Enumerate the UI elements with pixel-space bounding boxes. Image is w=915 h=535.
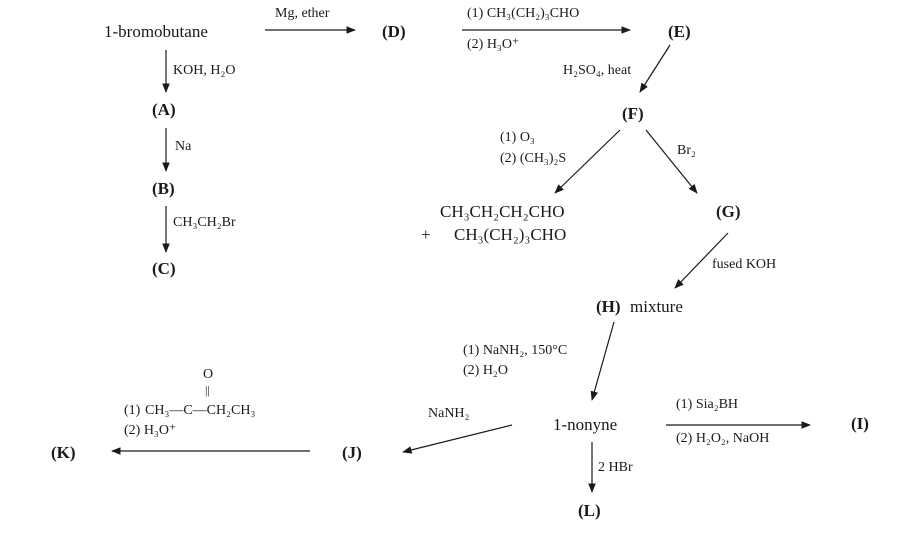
reagent-ketone-step-number: (1)	[124, 403, 141, 418]
compound-f-label: (F)	[622, 104, 644, 123]
compound-l-label: (L)	[578, 501, 601, 520]
reagent-bromine: Br₂	[677, 143, 696, 158]
arrow-e-to-f	[639, 44, 671, 93]
reagent-ethyl-bromide: CH₃CH₂Br	[173, 215, 236, 230]
ozonolysis-product-pentanal: CH₃(CH₂)₃CHO	[454, 225, 567, 244]
reagent-peroxide-naoh: (2) H₂O₂, NaOH	[676, 431, 770, 446]
ketone-formula: CH₃—C—CH₂CH₃	[145, 403, 256, 418]
reagent-pentanal-step: (1) CH₃(CH₂)₃CHO	[467, 6, 580, 21]
compound-g-label: (G)	[716, 202, 741, 221]
compound-1-nonyne: 1-nonyne	[553, 415, 618, 434]
compound-k-label: (K)	[51, 443, 76, 462]
ketone-oxygen: O	[203, 367, 214, 382]
arrow-f-to-g	[645, 129, 698, 194]
reagent-dimethyl-sulfide: (2) (CH₃)₂S	[500, 151, 567, 166]
arrow-f-to-ozonolysis	[554, 129, 621, 194]
compound-1-bromobutane: 1-bromobutane	[104, 22, 208, 41]
reagent-fused-koh: fused KOH	[712, 257, 777, 272]
reagent-koh-water: KOH, H₂O	[173, 63, 236, 78]
compound-e-label: (E)	[668, 22, 691, 41]
reagent-h2so4-heat: H₂SO₄, heat	[563, 63, 632, 78]
arrow-h-to-nonyne	[590, 321, 615, 401]
reagent-nanh2: NaNH₂	[428, 406, 470, 421]
compound-a-label: (A)	[152, 100, 176, 119]
reagent-acid-workup: (2) H₃O⁺	[467, 37, 520, 52]
reagent-mg-ether: Mg, ether	[275, 6, 330, 21]
compound-h-mixture-text: mixture	[630, 297, 683, 316]
compound-b-label: (B)	[152, 179, 175, 198]
ketone-double-bond: ||	[205, 383, 210, 397]
reagent-ketone-acid-workup: (2) H₃O⁺	[124, 423, 177, 438]
reagent-two-hbr: 2 HBr	[598, 460, 633, 475]
compound-c-label: (C)	[152, 259, 176, 278]
ozonolysis-plus-sign: +	[421, 225, 431, 244]
reagent-ozone: (1) O₃	[500, 130, 535, 145]
arrow-nonyne-to-j	[402, 424, 513, 454]
reagent-disiamylborane: (1) Sia₂BH	[676, 397, 739, 412]
reagent-sodium: Na	[175, 139, 192, 154]
reagent-nanh2-150c: (1) NaNH₂, 150°C	[463, 343, 568, 358]
compound-j-label: (J)	[342, 443, 362, 462]
arrow-g-to-h	[674, 232, 729, 289]
compound-i-label: (I)	[851, 414, 869, 433]
compound-d-label: (D)	[382, 22, 406, 41]
compound-h-label: (H)	[596, 297, 621, 316]
reagent-water: (2) H₂O	[463, 363, 508, 378]
ozonolysis-product-butanal: CH₃CH₂CH₂CHO	[440, 202, 565, 221]
